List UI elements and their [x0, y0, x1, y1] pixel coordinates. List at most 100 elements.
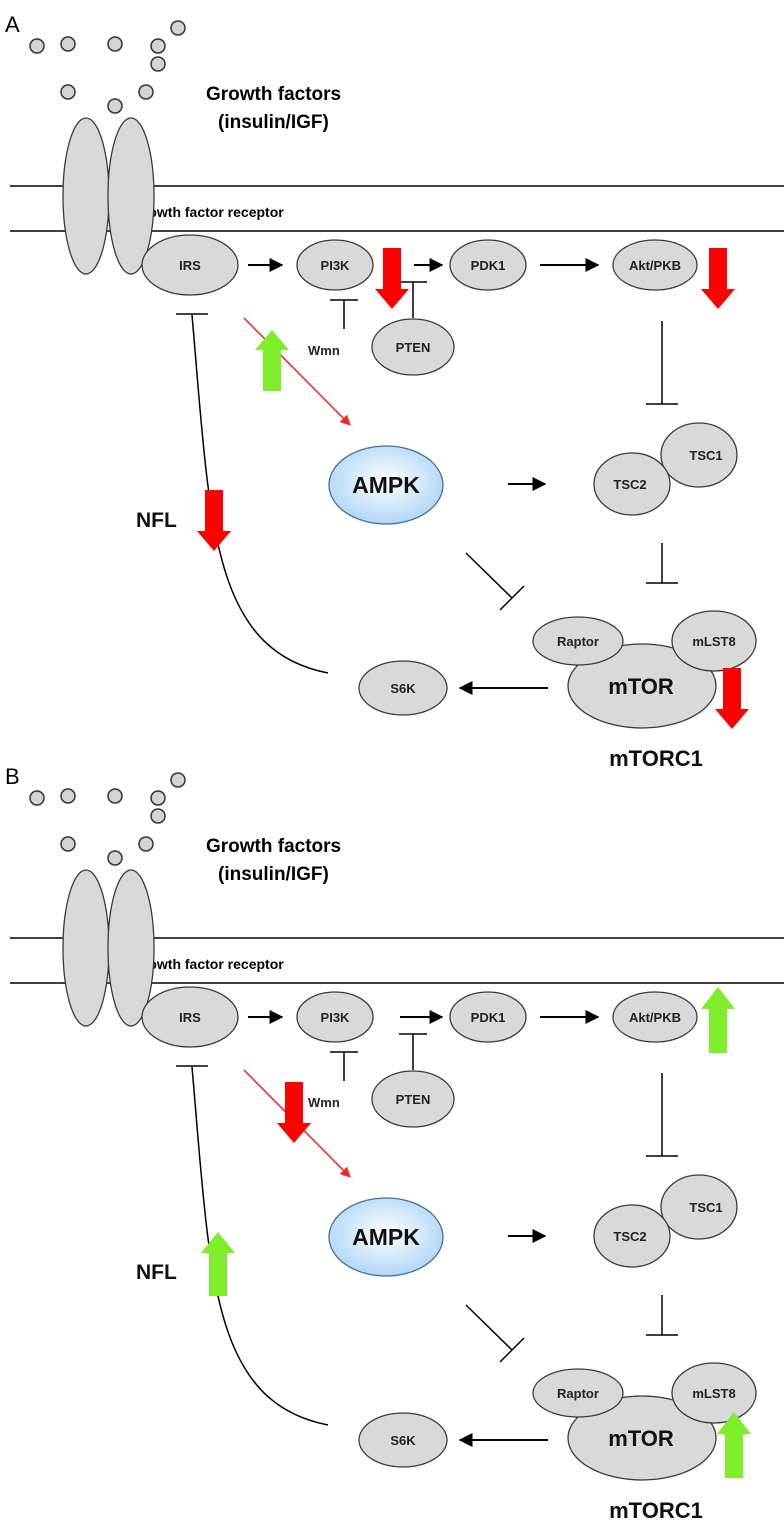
raptor-label: Raptor — [557, 634, 599, 649]
s6k-node — [358, 660, 448, 716]
mlst8-label: mLST8 — [692, 1386, 735, 1401]
receptor-subunit — [107, 869, 155, 1027]
growth-factors-sublabel: (insulin/IGF) — [218, 112, 329, 133]
irs-to-ampk-regulation-arrow — [255, 330, 289, 391]
pten-node — [371, 318, 455, 376]
mlst8-label: mLST8 — [692, 634, 735, 649]
increase-arrow-icon — [701, 987, 735, 1053]
ampk-node — [328, 1197, 444, 1277]
mlst8-node — [671, 610, 757, 672]
akt-label: Akt/PKB — [629, 258, 681, 273]
mtorc1-label: mTORC1 — [609, 1498, 703, 1523]
ampk-node — [328, 445, 444, 525]
akt-label: Akt/PKB — [629, 1010, 681, 1025]
decrease-arrow-icon — [277, 1082, 311, 1143]
ampk-label: AMPK — [352, 1224, 420, 1250]
growth-factors-sublabel: (insulin/IGF) — [218, 864, 329, 885]
tsc2-label: TSC2 — [613, 477, 646, 492]
panel-letter: A — [5, 12, 20, 37]
molecule-dot — [60, 36, 76, 52]
s6k-label: S6K — [390, 1433, 416, 1448]
decrease-arrow-icon — [715, 668, 749, 729]
tsc2-label: TSC2 — [613, 1229, 646, 1244]
molecule-dot — [150, 56, 166, 72]
molecule-dot — [150, 38, 166, 54]
increase-arrow-icon — [717, 1412, 751, 1478]
molecule-dot — [107, 850, 123, 866]
pten-node — [371, 1070, 455, 1128]
mtor-regulation-arrow — [715, 668, 749, 729]
panel-a: A Growth factors (insulin/IGF) Growth fa… — [5, 12, 784, 771]
molecule-dot — [60, 788, 76, 804]
nfl-feedback-curve — [191, 314, 329, 674]
ampk-inhibits-mtor-bar — [499, 1337, 525, 1363]
mtor-node — [567, 643, 717, 729]
mtor-node — [567, 1395, 717, 1481]
tsc1-node — [660, 422, 738, 488]
receptor-subunit — [62, 869, 110, 1027]
pdk1-node — [449, 991, 527, 1043]
mlst8-node — [671, 1362, 757, 1424]
nfl-feedback-curve — [191, 1066, 329, 1426]
pten-label: PTEN — [396, 1092, 431, 1107]
molecule-dot — [60, 84, 76, 100]
growth-factor-molecules — [29, 20, 186, 114]
akt-node — [612, 239, 698, 291]
molecule-dot — [60, 836, 76, 852]
irs-to-ampk-arrow — [243, 317, 351, 426]
molecule-dot — [150, 808, 166, 824]
receptor-label: Growth factor receptor — [132, 204, 284, 220]
molecule-dot — [150, 790, 166, 806]
panel-letter: B — [5, 764, 20, 789]
ampk-label: AMPK — [352, 472, 420, 498]
panel-b: B Growth factors (insulin/IGF) Growth fa… — [5, 764, 784, 1523]
molecule-dot — [107, 788, 123, 804]
wmn-label: Wmn — [308, 1095, 340, 1110]
nfl-regulation-arrow — [197, 490, 231, 551]
pi3k-node — [296, 991, 374, 1043]
decrease-arrow-icon — [701, 248, 735, 309]
tsc1-label: TSC1 — [689, 1200, 722, 1215]
receptor-subunit — [62, 117, 110, 275]
tsc2-node — [593, 452, 671, 516]
pi3k-node — [296, 239, 374, 291]
mtor-regulation-arrow — [717, 1412, 751, 1478]
molecule-dot — [29, 790, 45, 806]
increase-arrow-icon — [255, 330, 289, 391]
molecule-dot — [138, 84, 154, 100]
pi3k-label: PI3K — [321, 258, 351, 273]
ampk-inhibits-mtor-line — [465, 1304, 513, 1351]
irs-to-ampk-regulation-arrow — [277, 1082, 311, 1143]
tsc1-node — [660, 1174, 738, 1240]
irs-label: IRS — [179, 1010, 201, 1025]
raptor-label: Raptor — [557, 1386, 599, 1401]
akt-regulation-arrow — [701, 248, 735, 309]
molecule-dot — [138, 836, 154, 852]
mtorc1-label: mTORC1 — [609, 746, 703, 771]
decrease-arrow-icon — [375, 248, 409, 309]
s6k-label: S6K — [390, 681, 416, 696]
irs-node — [141, 986, 239, 1048]
raptor-node — [532, 616, 624, 666]
s6k-node — [358, 1412, 448, 1468]
growth-factors-label: Growth factors — [206, 84, 341, 105]
ampk-inhibits-mtor-line — [465, 552, 513, 599]
molecule-dot — [170, 772, 186, 788]
pdk1-label: PDK1 — [471, 1010, 506, 1025]
molecule-dot — [107, 36, 123, 52]
mtor-label: mTOR — [608, 1426, 674, 1451]
akt-regulation-arrow — [701, 987, 735, 1053]
nfl-label: NFL — [136, 1261, 177, 1284]
pdk1-label: PDK1 — [471, 258, 506, 273]
wmn-label: Wmn — [308, 343, 340, 358]
growth-factors-label: Growth factors — [206, 836, 341, 857]
ampk-inhibits-mtor-bar — [499, 585, 525, 611]
mtor-label: mTOR — [608, 674, 674, 699]
increase-arrow-icon — [201, 1232, 235, 1296]
molecule-dot — [170, 20, 186, 36]
pdk1-node — [449, 239, 527, 291]
tsc2-node — [593, 1204, 671, 1268]
molecule-dot — [29, 38, 45, 54]
pi3k-regulation-arrow — [375, 248, 409, 309]
